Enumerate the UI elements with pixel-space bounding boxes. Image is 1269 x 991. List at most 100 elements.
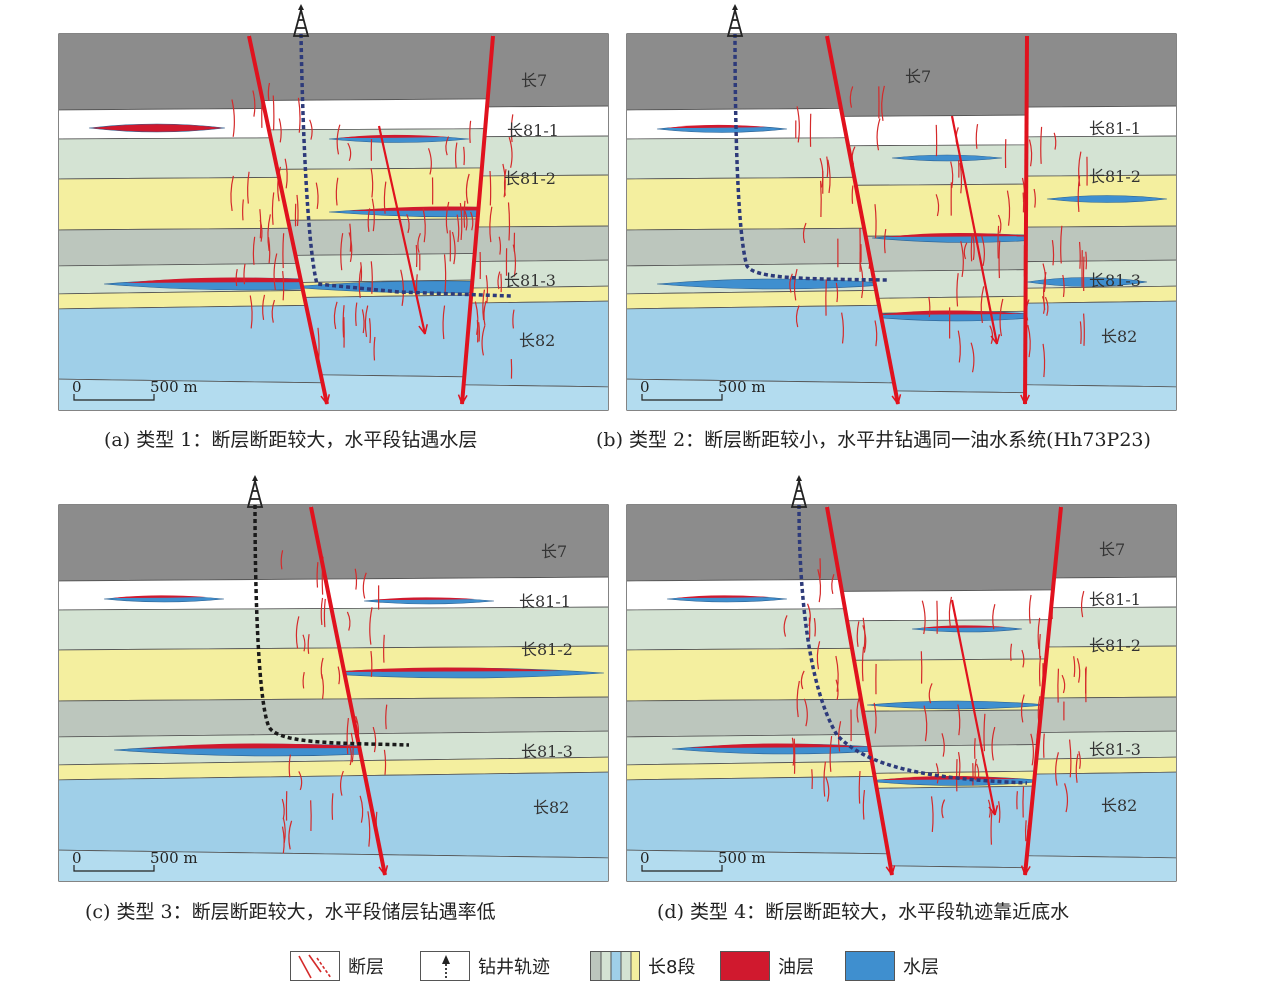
layer-c81-2-upper: [827, 143, 1027, 188]
fault-major: [825, 35, 902, 405]
caption-a: (a) 类型 1：断层断距较大，水平段钻遇水层: [104, 429, 478, 451]
scale-value: 500 m: [150, 849, 198, 867]
layer-c82-lower: [462, 378, 608, 410]
fracture-zone: [309, 119, 376, 363]
layer-c82-lower: [627, 849, 892, 881]
layer-c81-3-sand: [462, 285, 608, 310]
layer-c7: [1025, 34, 1176, 111]
layer-c81-2-lower: [1025, 225, 1176, 267]
fault-major: [247, 35, 331, 405]
legend-item-water: 水层: [845, 950, 939, 982]
caption-c: (c) 类型 3：断层断距较大，水平段储层钻遇率低: [85, 901, 496, 923]
fault-block-0: [627, 34, 898, 410]
label-c81-1: 长81-1: [1089, 119, 1141, 138]
oil-water-lens: [656, 124, 788, 133]
fault-minor: [377, 125, 428, 335]
layer-c81-2-sand: [1025, 174, 1176, 231]
legend-item-fault: 断层: [290, 950, 384, 982]
layer-c82-lower: [627, 378, 898, 410]
layer-c82: [827, 308, 1027, 396]
well-trajectory: [299, 33, 512, 298]
oil-water-lens: [671, 743, 892, 755]
oil-water-lens: [871, 232, 1027, 243]
label-c81-3: 长81-3: [521, 742, 573, 761]
derrick-icon: [246, 475, 264, 508]
fault-block-0: [59, 34, 327, 410]
fracture-zone: [470, 114, 517, 379]
fault-block-0: [627, 505, 892, 881]
water-lens: [1046, 195, 1168, 203]
scale-zero: 0: [72, 849, 82, 867]
layer-c7: [249, 34, 493, 103]
legend-label-well: 钻井轨迹: [478, 957, 550, 978]
oil-water-lens: [666, 595, 788, 603]
oil-water-lens: [103, 595, 225, 603]
fracture-zone: [1021, 132, 1088, 346]
fracture-zone: [230, 82, 301, 329]
oil-water-lens: [861, 310, 1027, 322]
label-c81-3: 长81-3: [1089, 740, 1141, 759]
layer-c81-2-sand: [827, 182, 1027, 239]
legend-label-water: 水层: [903, 957, 939, 978]
cross-section-svg: 长7 长81-1 长81-2 长81-3 长82 0 500 m: [626, 4, 1177, 411]
oil-water-lens: [313, 667, 605, 679]
legend-item-oil: 油层: [720, 950, 814, 982]
layer-c82-lower: [59, 378, 327, 410]
water-swatch: [845, 951, 895, 981]
layer-c82-lower: [1025, 849, 1176, 881]
layer-c81-3-upper: [462, 259, 608, 295]
fault-minor: [950, 599, 999, 816]
label-c82: 长82: [533, 798, 569, 817]
label-c81-3: 长81-3: [1089, 271, 1141, 290]
scale-bar: 0 500 m: [640, 378, 766, 401]
label-c81-1: 长81-1: [507, 121, 559, 140]
layer-c81-3-upper: [827, 267, 1027, 303]
label-c81-2: 长81-2: [1089, 167, 1141, 186]
label-c81-1: 长81-1: [519, 592, 571, 611]
label-c82: 长82: [1101, 327, 1137, 346]
layer-c82: [1025, 300, 1176, 388]
well-trajectory: [733, 33, 888, 282]
label-c81-2: 长81-2: [1089, 636, 1141, 655]
derrick-icon: [790, 475, 808, 508]
legend-label-fault: 断层: [348, 957, 384, 978]
layer-c82-lower: [59, 849, 385, 881]
oil-water-lens: [328, 134, 470, 143]
oil-swatch: [720, 951, 770, 981]
oil-water-lens: [328, 206, 493, 218]
fault-major: [457, 35, 495, 405]
label-c7: 长7: [1099, 540, 1125, 559]
label-c81-3: 长81-3: [504, 271, 556, 290]
strata-swatch: [590, 951, 640, 981]
layer-c81-3-sand: [827, 293, 1027, 318]
layer-c82-lower: [1025, 378, 1176, 410]
layer-c81-2-upper: [827, 618, 1061, 663]
oil-lens: [88, 123, 226, 133]
scale-value: 500 m: [718, 378, 766, 396]
derrick-icon: [726, 4, 744, 37]
scale-zero: 0: [640, 849, 650, 867]
derrick-icon: [292, 4, 310, 37]
legend-label-oil: 油层: [778, 957, 814, 978]
fault-icon: [290, 951, 340, 981]
scale-zero: 0: [72, 378, 82, 396]
scale-zero: 0: [640, 378, 650, 396]
oil-water-lens: [363, 597, 495, 605]
fault-major: [1020, 506, 1063, 876]
label-c7: 长7: [521, 71, 547, 90]
caption-d: (d) 类型 4：断层断距较大，水平段轨迹靠近底水: [657, 901, 1070, 923]
label-c7: 长7: [905, 67, 931, 86]
well-trajectory: [253, 504, 410, 747]
layer-c81-2-upper: [1025, 135, 1176, 180]
layer-c7: [311, 505, 608, 582]
fracture-zone: [1036, 587, 1087, 813]
label-c81-2: 长81-2: [504, 169, 556, 188]
layer-c82: [462, 300, 608, 388]
layer-c81-3-sand: [1025, 756, 1176, 781]
layer-c82: [1025, 771, 1176, 859]
panel-b-diagram: 长7 长81-1 长81-2 长81-3 长82 0 500 m: [626, 4, 1177, 411]
